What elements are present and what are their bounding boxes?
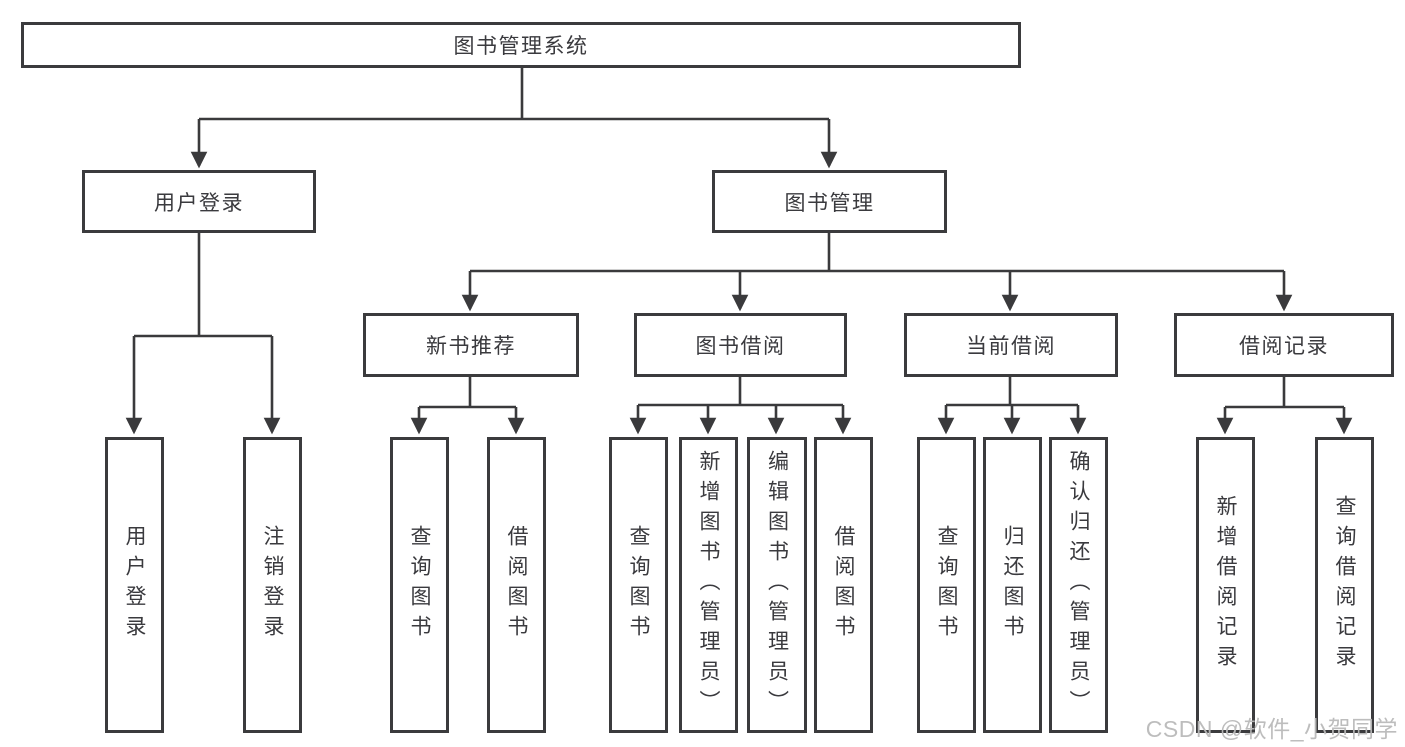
node-book-management: 图书管理 <box>712 170 947 233</box>
node-book-management-label: 图书管理 <box>784 191 875 215</box>
leaf-add-borrow-record: 新增借阅记录 <box>1196 437 1255 733</box>
node-current-borrowing: 当前借阅 <box>904 313 1118 377</box>
node-borrowing-records: 借阅记录 <box>1174 313 1394 377</box>
leaf-logout-label: 注销登录 <box>261 525 284 645</box>
node-book-borrowing: 图书借阅 <box>634 313 847 377</box>
leaf-currentborrow-query-books-label: 查询图书 <box>935 525 958 645</box>
leaf-query-borrow-record: 查询借阅记录 <box>1315 437 1374 733</box>
leaf-currentborrow-query-books: 查询图书 <box>917 437 976 733</box>
leaf-add-borrow-record-label: 新增借阅记录 <box>1214 495 1237 675</box>
node-user-login-label: 用户登录 <box>154 191 244 215</box>
node-current-borrowing-label: 当前借阅 <box>966 335 1056 358</box>
leaf-edit-books-admin: 编辑图书（管理员） <box>747 437 807 733</box>
leaf-return-books-label: 归还图书 <box>1001 525 1024 645</box>
leaf-query-borrow-record-label: 查询借阅记录 <box>1333 495 1356 675</box>
leaf-bookborrow-query-books: 查询图书 <box>609 437 668 733</box>
node-borrowing-records-label: 借阅记录 <box>1239 335 1329 358</box>
node-book-borrowing-label: 图书借阅 <box>695 335 786 358</box>
node-root: 图书管理系统 <box>21 22 1021 68</box>
leaf-add-books-admin: 新增图书（管理员） <box>679 437 738 733</box>
leaf-confirm-return-admin-label: 确认归还（管理员） <box>1067 450 1090 720</box>
leaf-bookborrow-query-books-label: 查询图书 <box>627 525 650 645</box>
leaf-bookborrow-borrow-books-label: 借阅图书 <box>832 525 855 645</box>
leaf-user-login-label: 用户登录 <box>123 525 146 645</box>
leaf-confirm-return-admin: 确认归还（管理员） <box>1049 437 1108 733</box>
node-new-book-recommend: 新书推荐 <box>363 313 579 377</box>
leaf-edit-books-admin-label: 编辑图书（管理员） <box>765 450 789 720</box>
leaf-newbooks-query-books: 查询图书 <box>390 437 449 733</box>
leaf-bookborrow-borrow-books: 借阅图书 <box>814 437 873 733</box>
leaf-return-books: 归还图书 <box>983 437 1042 733</box>
leaf-newbooks-query-books-label: 查询图书 <box>408 525 431 645</box>
node-root-label: 图书管理系统 <box>453 35 589 58</box>
watermark: CSDN @软件_小贺同学 <box>1145 716 1398 742</box>
leaf-newbooks-borrow-books: 借阅图书 <box>487 437 546 733</box>
leaf-user-login: 用户登录 <box>105 437 164 733</box>
leaf-add-books-admin-label: 新增图书（管理员） <box>697 450 720 720</box>
leaf-logout: 注销登录 <box>243 437 302 733</box>
node-user-login: 用户登录 <box>82 170 316 233</box>
node-new-book-recommend-label: 新书推荐 <box>426 335 516 358</box>
leaf-newbooks-borrow-books-label: 借阅图书 <box>505 525 528 645</box>
